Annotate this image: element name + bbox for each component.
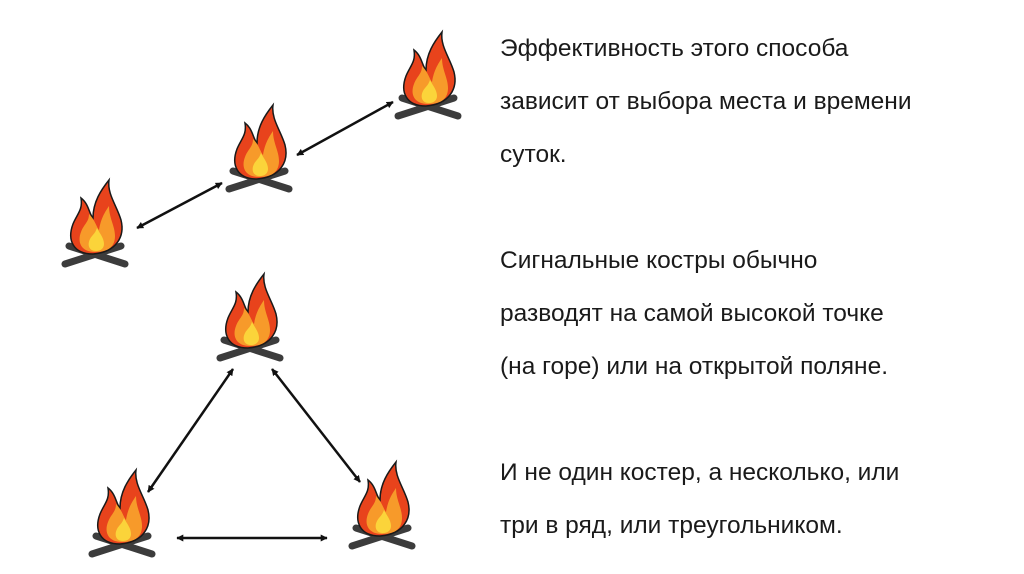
text-line: зависит от выбора места и времени: [500, 88, 912, 115]
text-line: Эффективность этого способа: [500, 35, 849, 62]
signal-fires-diagram: [0, 0, 490, 574]
description-text: Эффективность этого способа зависит от в…: [500, 22, 1015, 552]
campfire-icon: [92, 470, 152, 554]
text-line: суток.: [500, 141, 567, 168]
text-line: И не один костер, а несколько, или: [500, 459, 900, 486]
double-arrow-icon: [296, 100, 394, 157]
double-arrow-icon: [146, 368, 235, 493]
double-arrow-icon: [136, 181, 223, 230]
text-line: Сигнальные костры обычно: [500, 247, 818, 274]
campfire-icon: [65, 180, 125, 264]
campfire-icon: [352, 462, 412, 546]
text-line: (на горе) или на открытой поляне.: [500, 353, 889, 380]
text-line: разводят на самой высокой точке: [500, 300, 884, 327]
double-arrow-icon: [271, 368, 361, 483]
text-line: три в ряд, или треугольником.: [500, 512, 843, 539]
campfire-icon: [398, 32, 458, 116]
campfire-icon: [220, 274, 280, 358]
campfire-icon: [229, 105, 289, 189]
